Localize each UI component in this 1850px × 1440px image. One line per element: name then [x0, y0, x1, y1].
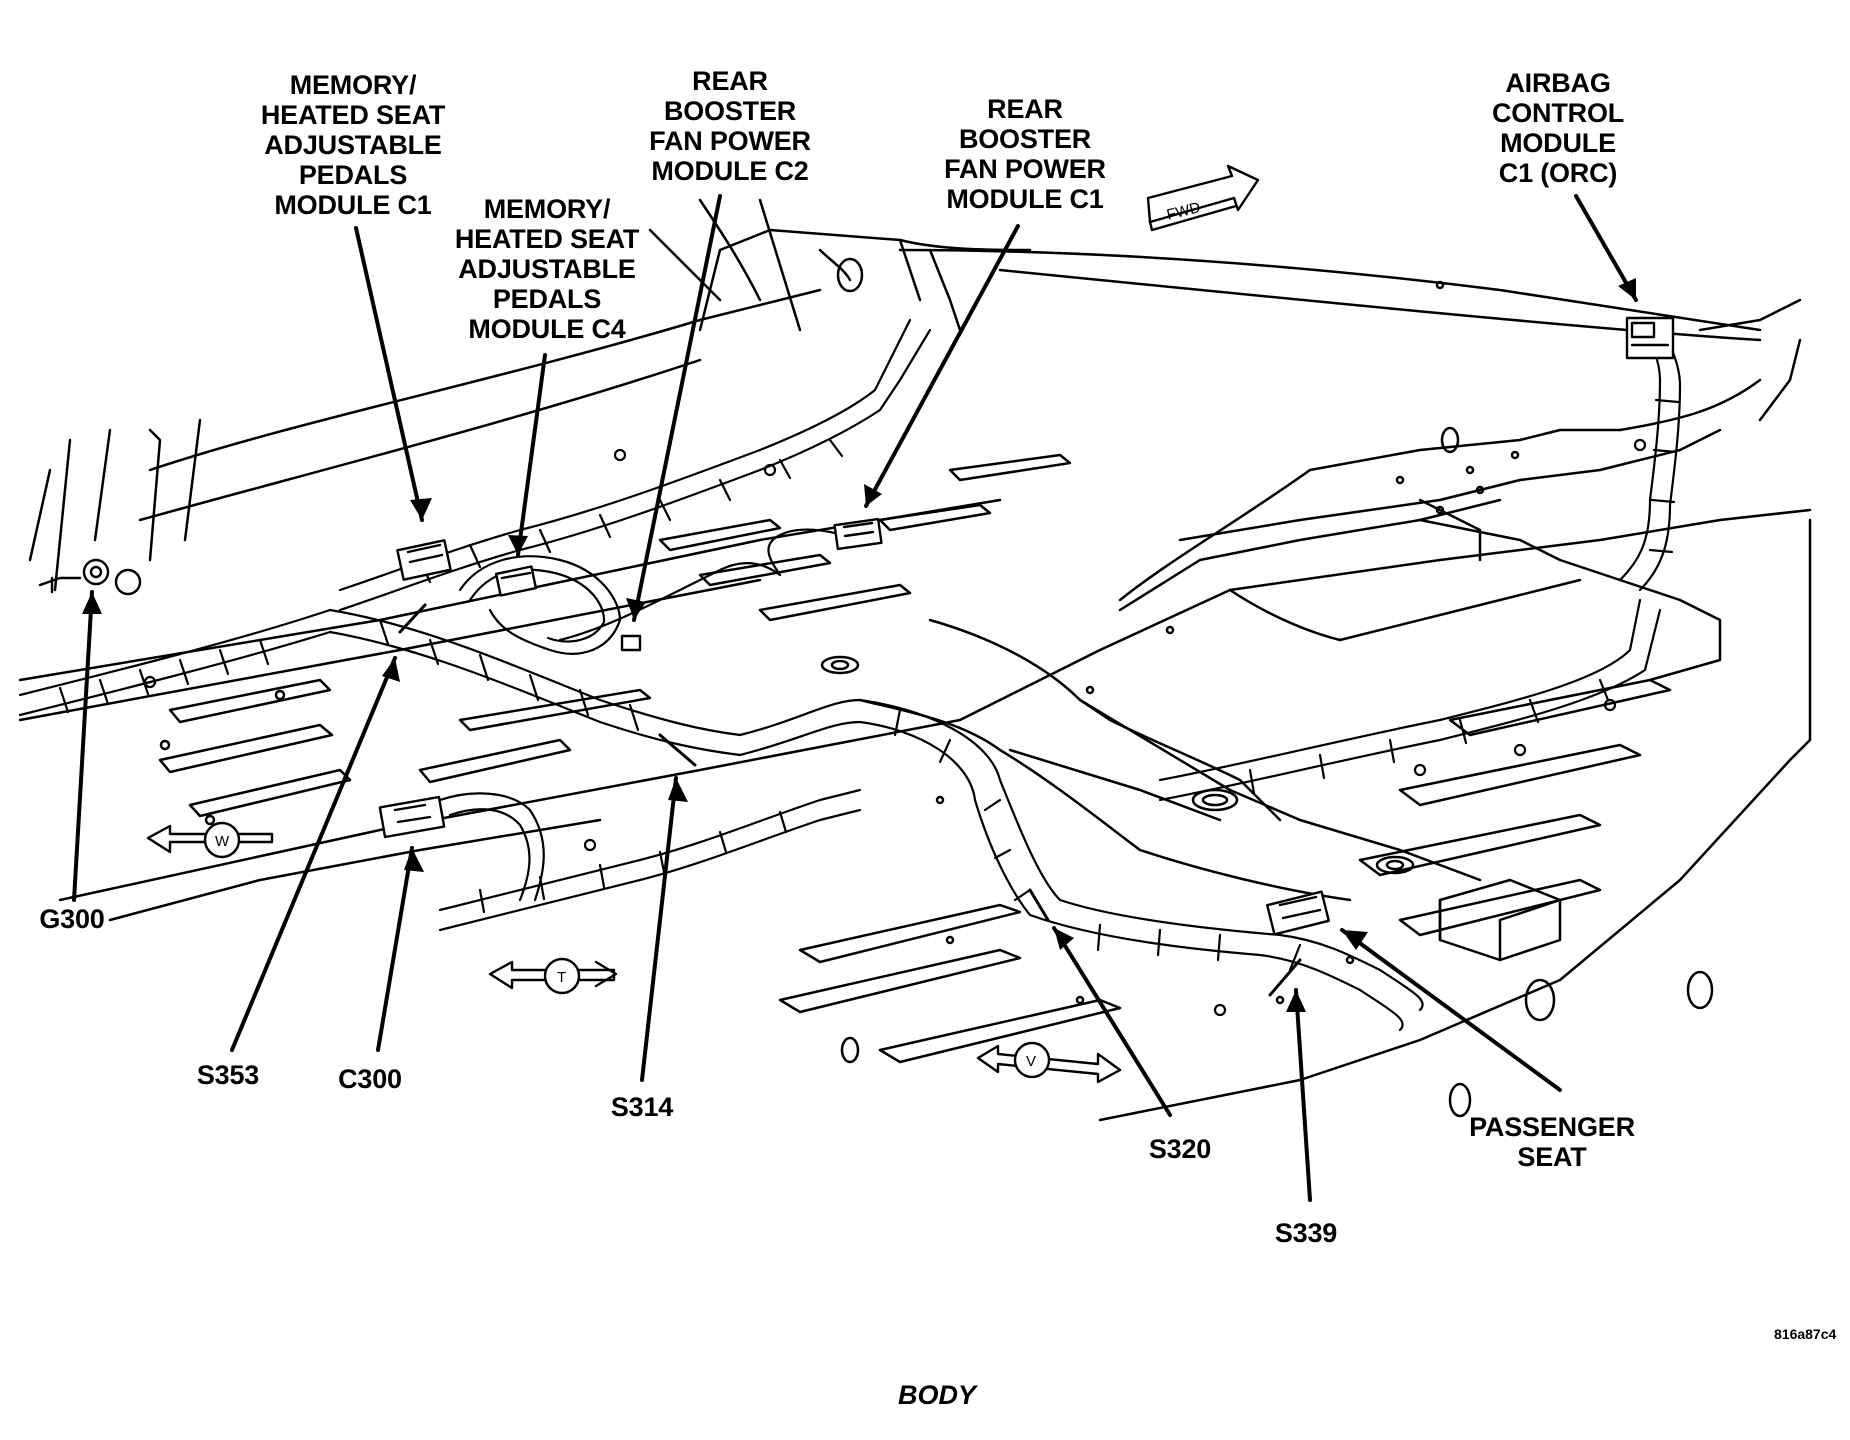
- leader-c300: [376, 846, 414, 1052]
- s314-mark: [658, 733, 697, 767]
- t-arrow-icon: [488, 957, 618, 995]
- g300-label: G300: [39, 904, 105, 934]
- s339-mark: [1268, 958, 1302, 997]
- leader-passenger-seat: [1340, 928, 1562, 1092]
- memory-c1-label: MEMORY/ HEATED SEAT ADJUSTABLE PEDALS MO…: [260, 70, 446, 220]
- s320-mark: [1028, 888, 1050, 922]
- memory-c4-label: MEMORY/ HEATED SEAT ADJUSTABLE PEDALS MO…: [454, 194, 640, 344]
- leader-s353: [230, 656, 397, 1052]
- leader-s314: [640, 776, 678, 1082]
- w-label: W: [215, 833, 230, 850]
- t-label: T: [557, 969, 566, 986]
- passenger-seat-label: PASSENGER SEAT: [1469, 1112, 1635, 1172]
- memory-module-c4-connector: [494, 565, 538, 597]
- g300-ground: [38, 558, 142, 596]
- leader-rear-booster-c1: [864, 224, 1020, 508]
- s353-mark: [398, 603, 427, 634]
- direction-marker-letters: FWD W T V: [215, 199, 1202, 1070]
- leader-s320: [1052, 926, 1172, 1117]
- fwd-arrow-icon: [1146, 164, 1260, 232]
- s320-label: S320: [1148, 1134, 1212, 1164]
- leader-arrowheads: [82, 278, 1636, 1012]
- direction-markers: [146, 164, 1260, 1084]
- rear-booster-c1-connector: [833, 517, 883, 551]
- rear-booster-c2-label: REAR BOOSTER FAN POWER MODULE C2: [649, 66, 811, 186]
- wiring-harness: [18, 318, 1682, 1032]
- s339-label: S339: [1274, 1218, 1338, 1248]
- airbag-module-connector: [1625, 316, 1675, 360]
- v-arrow-icon: [976, 1041, 1122, 1084]
- passenger-seat-connector: [1266, 890, 1330, 936]
- leader-g300: [72, 590, 94, 902]
- w-arrow-icon: [146, 821, 274, 859]
- v-label: V: [1026, 1053, 1036, 1070]
- airbag-label: AIRBAG CONTROL MODULE C1 (ORC): [1491, 68, 1625, 188]
- c300-label: C300: [338, 1064, 402, 1094]
- leader-memory-c4: [516, 353, 547, 557]
- memory-module-c1-connector: [396, 539, 452, 581]
- figure-id: 816a87c4: [1774, 1326, 1837, 1342]
- body-outline: [18, 198, 1812, 1122]
- figure-caption: BODY: [898, 1380, 977, 1410]
- s353-label: S353: [196, 1060, 260, 1090]
- leader-lines: [72, 194, 1638, 1202]
- s314-label: S314: [610, 1092, 674, 1122]
- leader-rear-booster-c2: [632, 194, 722, 622]
- c300-connector: [378, 795, 446, 839]
- leader-s339: [1294, 988, 1312, 1202]
- splice-marks: [398, 603, 1302, 997]
- rear-booster-c2-connector: [620, 634, 642, 652]
- rear-booster-c1-label: REAR BOOSTER FAN POWER MODULE C1: [944, 94, 1106, 214]
- connectors: [38, 316, 1675, 936]
- leader-memory-c1: [354, 226, 424, 522]
